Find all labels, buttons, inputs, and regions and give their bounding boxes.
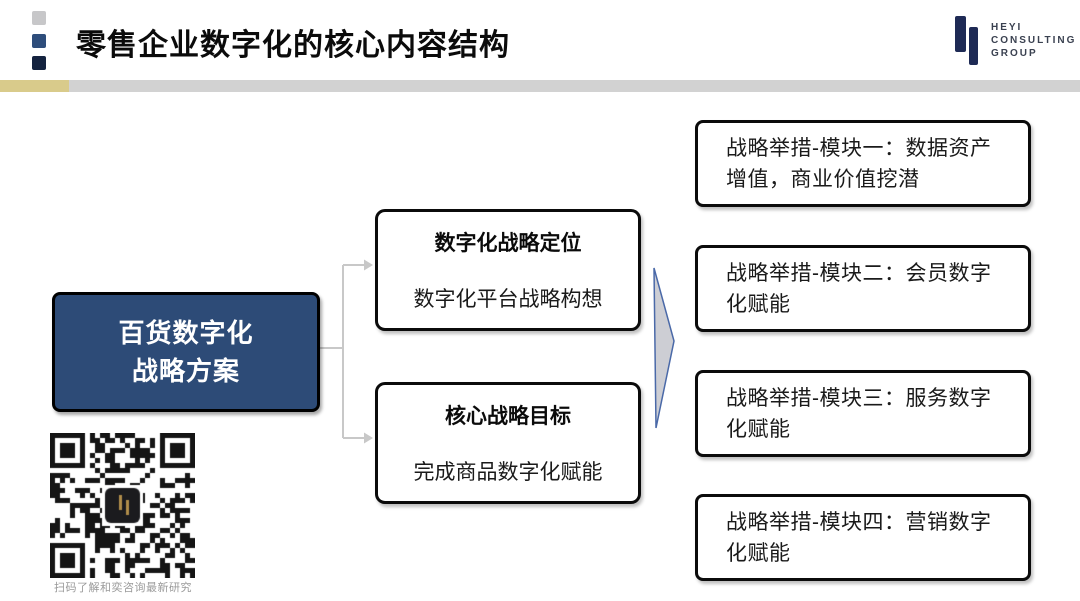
arrowhead-top [364,259,373,271]
module-text-line: 化赋能 [726,292,791,316]
logo-line: GROUP [991,48,1038,59]
module-text-line: 战略举措-模块四：营销数字 [726,510,992,534]
pillar-body: 完成商品数字化赋能 [413,461,603,484]
root-strategy-line: 战略方案 [131,356,240,386]
header-square-navy [32,56,46,70]
module-text-line: 战略举措-模块一：数据资产 [726,136,992,160]
module-box-2: 战略举措-模块二：会员数字 化赋能 [695,245,1031,332]
arrowhead-bottom [364,432,373,444]
module-text-line: 化赋能 [726,417,791,441]
big-chevron-arrow [653,267,675,429]
module-box-3: 战略举措-模块三：服务数字 化赋能 [695,370,1031,457]
pillar-title: 数字化战略定位 [434,232,582,255]
header-underline-bar [0,80,1080,92]
logo-line: CONSULTING [991,35,1077,46]
page-title: 零售企业数字化的核心内容结构 [76,29,510,62]
module-text-line: 战略举措-模块三：服务数字 [726,386,992,410]
qr-code-image [50,433,195,578]
header-square-blue [32,34,46,48]
qr-caption: 扫码了解和奕咨询最新研究 [54,582,192,594]
heyi-logo: HEYI CONSULTING GROUP [955,14,1076,68]
heyi-logo-icon [955,16,978,65]
module-box-4: 战略举措-模块四：营销数字 化赋能 [695,494,1031,581]
module-text-line: 战略举措-模块二：会员数字 [726,261,992,285]
module-box-1: 战略举措-模块一：数据资产 增值，商业价值挖潜 [695,120,1031,207]
header-square-gray [32,11,46,25]
root-strategy-line: 百货数字化 [118,318,254,348]
module-text-line: 化赋能 [726,541,791,565]
module-text-line: 增值，商业价值挖潜 [726,167,920,191]
root-strategy-box: 百货数字化 战略方案 [52,292,320,412]
header-underline-accent [0,80,69,92]
pillar-title: 核心战略目标 [445,405,571,428]
pillar-body: 数字化平台战略构想 [413,288,603,311]
logo-line: HEYI [991,22,1023,33]
pillar-box-strategy-positioning: 数字化战略定位 数字化平台战略构想 [375,209,641,331]
heyi-logo-text: HEYI CONSULTING GROUP [991,14,1076,60]
pillar-box-core-goal: 核心战略目标 完成商品数字化赋能 [375,382,641,504]
